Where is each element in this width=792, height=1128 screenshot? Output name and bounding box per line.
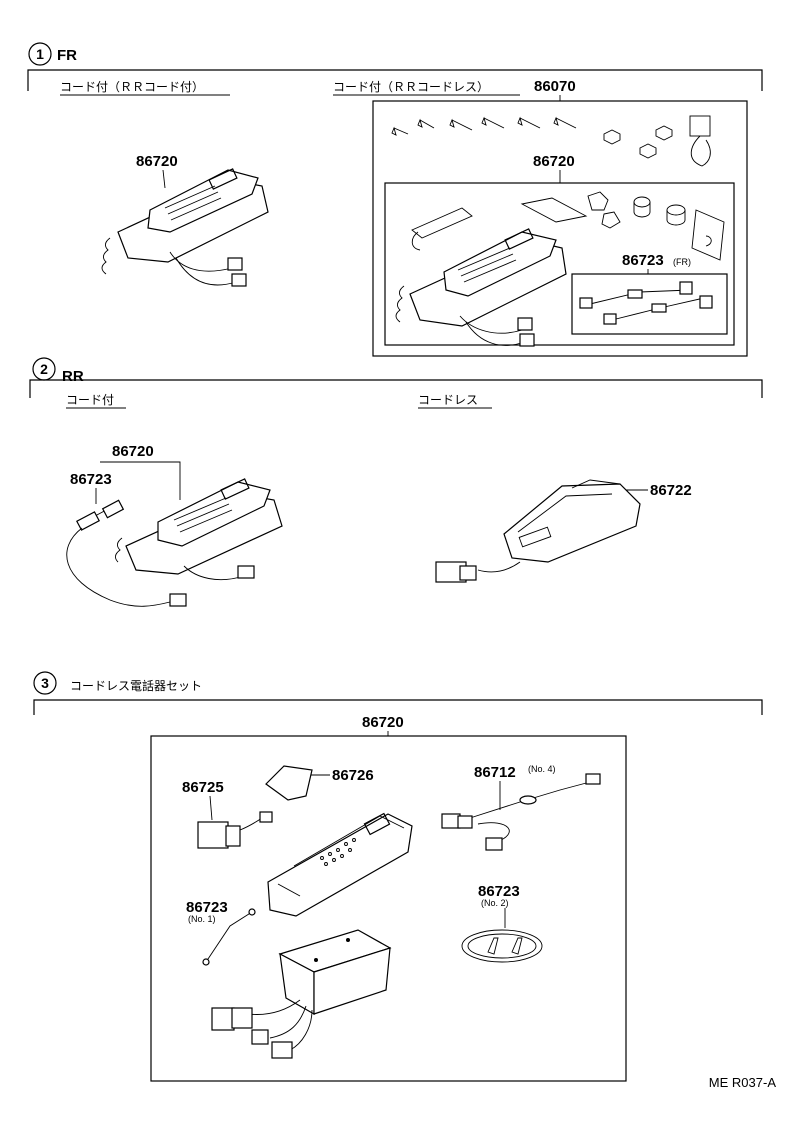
s2-phone-part-number: 86720: [112, 443, 154, 460]
s1-kit-part-number: 86070: [534, 78, 576, 95]
section-2-bracket: [29, 379, 763, 398]
s3-handset: [267, 812, 413, 917]
section-3-bracket: [33, 699, 763, 715]
section-3-number: 3: [41, 675, 49, 691]
section-2-label: RR: [62, 368, 84, 385]
s1-kit-harness-box: [571, 273, 728, 335]
section-1-number: 1: [36, 46, 44, 62]
s3-adapter: [197, 811, 273, 849]
s2-phone-leader: [100, 461, 181, 500]
s1-kit-phone-part-number: 86720: [533, 153, 575, 170]
s3-control-unit: [211, 929, 392, 1059]
s3-cord-no2: [461, 929, 543, 963]
s2-cradle-part-number: 86722: [650, 482, 692, 499]
s2-corded-handset: [66, 478, 283, 607]
s1-kit-harness-note: (FR): [673, 257, 691, 267]
s2-cordless-cradle: [435, 479, 641, 583]
section-3: 3 コードレス電話器セット 86720 86725 86726: [33, 671, 763, 1082]
s3-cord-no1-note: (No. 1): [188, 914, 216, 924]
s3-harness-no4: [441, 773, 601, 851]
s1-kit-screws: [391, 115, 711, 167]
section-2-variant-right: コードレス: [418, 393, 478, 407]
s3-pad: [265, 765, 313, 801]
s3-cord-no1-part-number: 86723: [186, 899, 228, 916]
s3-set-part-number: 86720: [362, 714, 404, 731]
s3-harness-no4-note: (No. 4): [528, 764, 556, 774]
s3-set-box: [150, 735, 627, 1082]
s3-cord-no2-part-number: 86723: [478, 883, 520, 900]
drawing-code: ME R037-A: [709, 1075, 777, 1090]
section-1-number-circle: [28, 42, 52, 66]
s3-harness-no4-part-number: 86712: [474, 764, 516, 781]
s3-pad-part-number: 86726: [332, 767, 374, 784]
section-1-bracket: [27, 69, 763, 91]
section-2-variant-left: コード付: [66, 393, 114, 407]
section-1-variant-right: コード付（ＲＲコードレス）: [333, 80, 489, 94]
section-1: 1 FR コード付（ＲＲコード付） コード付（ＲＲコードレス） 86720 86…: [27, 42, 763, 357]
s1-kit-harness-part-number: 86723: [622, 252, 664, 269]
s1-kit-handset: [395, 191, 725, 347]
s1-kit-inner-box: [384, 182, 735, 346]
section-3-label: コードレス電話器セット: [70, 678, 202, 693]
s3-adapter-leader: [209, 795, 213, 821]
s1-left-phone-leader: [162, 169, 166, 189]
s3-adapter-part-number: 86725: [182, 779, 224, 796]
s3-cord-no1: [202, 908, 256, 966]
section-2-number: 2: [40, 361, 48, 377]
section-3-number-circle: [33, 671, 57, 695]
s1-kit-box: [372, 100, 748, 357]
s1-left-handset: [101, 168, 269, 287]
section-1-label: FR: [57, 47, 77, 64]
s1-kit-harness: [579, 281, 713, 325]
section-1-variant-left: コード付（ＲＲコード付）: [60, 80, 204, 94]
section-2: 2 RR コード付 コードレス 86720 86723 86: [29, 357, 763, 607]
s1-left-phone-part-number: 86720: [136, 153, 178, 170]
s3-cord-no2-note: (No. 2): [481, 898, 509, 908]
s2-cord-part-number: 86723: [70, 471, 112, 488]
